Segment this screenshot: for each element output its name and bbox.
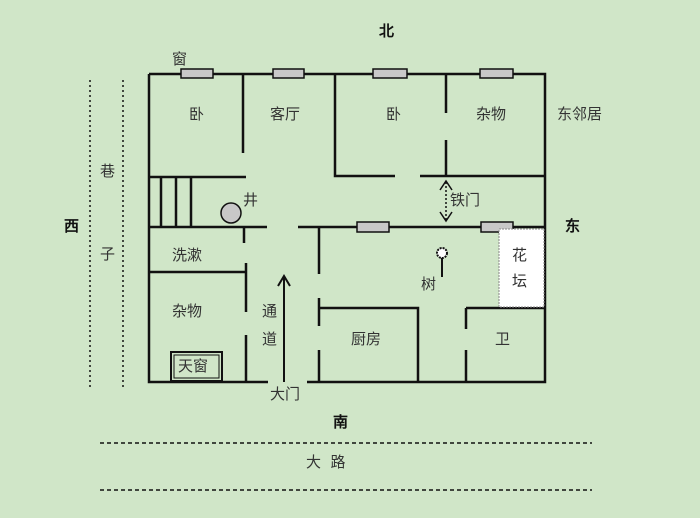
well-label: 井 bbox=[243, 191, 259, 209]
room-toilet: 卫 bbox=[495, 330, 511, 348]
alley-lines bbox=[89, 80, 124, 390]
well-icon bbox=[220, 202, 242, 224]
iron-gate-arrow-icon bbox=[439, 179, 453, 223]
room-washroom: 洗漱 bbox=[172, 246, 203, 264]
alley-label-1: 巷 bbox=[100, 162, 116, 180]
west-label: 西 bbox=[64, 217, 80, 235]
tree-icon bbox=[436, 247, 448, 277]
window-label: 窗 bbox=[172, 50, 188, 68]
room-storage-top: 杂物 bbox=[476, 105, 507, 123]
skylight-label: 天窗 bbox=[178, 357, 209, 375]
passage-label-2: 道 bbox=[262, 330, 278, 348]
tree-label: 树 bbox=[421, 275, 437, 293]
road-label: 大 路 bbox=[306, 453, 346, 471]
main-gate-arrow-icon bbox=[277, 274, 291, 382]
alley-label-2: 子 bbox=[100, 245, 116, 263]
skylight bbox=[170, 351, 223, 382]
flowerbed bbox=[498, 228, 545, 308]
room-kitchen: 厨房 bbox=[351, 330, 382, 348]
iron-gate-label: 铁门 bbox=[450, 191, 481, 209]
room-storage-left: 杂物 bbox=[172, 302, 203, 320]
room-bedroom-left: 卧 bbox=[189, 105, 205, 123]
north-label: 北 bbox=[379, 22, 395, 40]
windows bbox=[180, 68, 514, 233]
main-gate-label: 大门 bbox=[270, 385, 301, 403]
neighbor-label: 东邻居 bbox=[557, 105, 603, 123]
road-lines bbox=[100, 442, 592, 491]
passage-label-1: 通 bbox=[262, 302, 278, 320]
south-label: 南 bbox=[333, 413, 349, 431]
room-bedroom-right: 卧 bbox=[386, 105, 402, 123]
room-living: 客厅 bbox=[270, 105, 301, 123]
flowerbed-label-2: 坛 bbox=[512, 272, 528, 290]
east-label: 东 bbox=[565, 217, 581, 235]
walls bbox=[147, 72, 547, 384]
flowerbed-label-1: 花 bbox=[512, 246, 528, 264]
